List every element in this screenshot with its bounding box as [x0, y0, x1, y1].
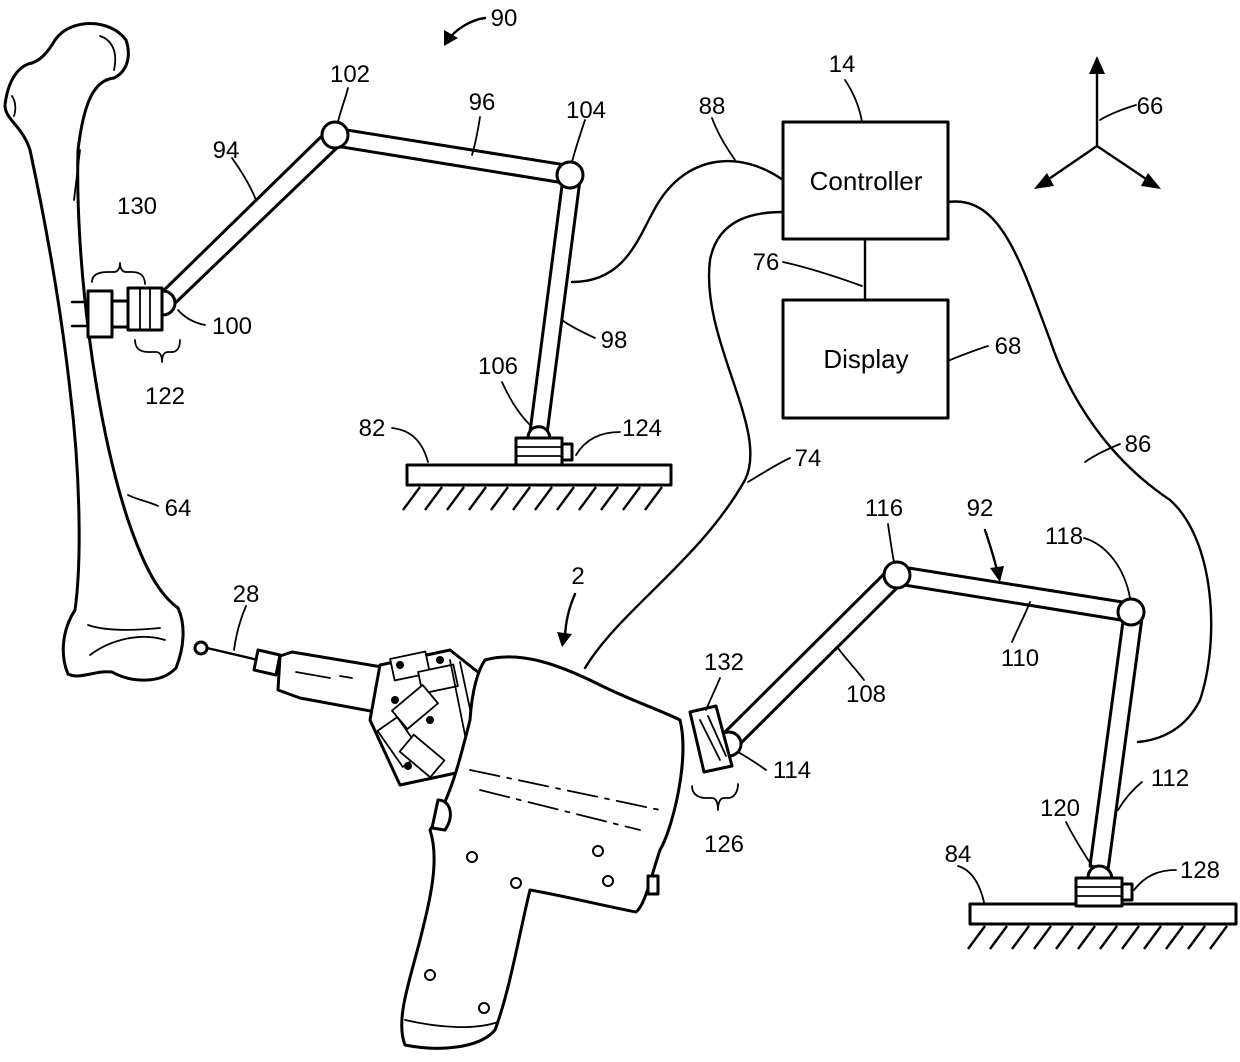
joint-104	[557, 162, 583, 188]
ref-102: 102	[330, 61, 370, 88]
ref-92: 92	[967, 495, 994, 522]
ref-118: 118	[1045, 523, 1083, 550]
ref-132: 132	[704, 649, 744, 676]
ref-126: 126	[704, 831, 744, 858]
ref-104: 104	[566, 97, 606, 124]
ref-108: 108	[846, 681, 886, 708]
arm-90	[72, 122, 583, 465]
ref-74: 74	[795, 445, 822, 472]
ref-28: 28	[233, 581, 260, 608]
ref-130: 130	[117, 193, 157, 220]
ref-94: 94	[213, 137, 240, 164]
ref-112: 112	[1151, 765, 1189, 792]
ref-114: 114	[773, 757, 811, 784]
ref-120: 120	[1040, 795, 1080, 822]
ref-14: 14	[829, 51, 856, 78]
ref-64: 64	[165, 495, 192, 522]
ref-66: 66	[1137, 93, 1164, 120]
ref-100: 100	[212, 313, 252, 340]
ref-96: 96	[469, 89, 496, 116]
base-84	[968, 904, 1236, 949]
joint-102	[322, 122, 348, 148]
ref-76: 76	[753, 249, 780, 276]
ref-110: 110	[1001, 645, 1039, 672]
ref-2: 2	[571, 563, 584, 590]
joint-118	[1118, 599, 1144, 625]
ref-90: 90	[491, 5, 518, 32]
cable-88	[572, 161, 783, 282]
ref-86: 86	[1125, 431, 1152, 458]
ref-88: 88	[699, 93, 726, 120]
joint-116	[884, 562, 910, 588]
controller-label: Controller	[810, 166, 923, 196]
cable-86	[948, 201, 1211, 742]
ref-68: 68	[995, 333, 1022, 360]
cables	[572, 161, 1211, 742]
ref-116: 116	[865, 495, 903, 522]
ref-122: 122	[145, 383, 185, 410]
coordinate-axes	[1034, 56, 1161, 189]
ref-98: 98	[601, 327, 628, 354]
surgical-handpiece	[195, 642, 683, 1048]
arm-92	[690, 562, 1144, 906]
ref-84: 84	[945, 841, 972, 868]
ref-82: 82	[359, 415, 386, 442]
ref-124: 124	[622, 415, 662, 442]
ref-106: 106	[478, 353, 518, 380]
base-82	[403, 465, 671, 510]
cable-74	[585, 212, 783, 668]
ref-128: 128	[1180, 857, 1220, 884]
display-label: Display	[823, 344, 908, 374]
